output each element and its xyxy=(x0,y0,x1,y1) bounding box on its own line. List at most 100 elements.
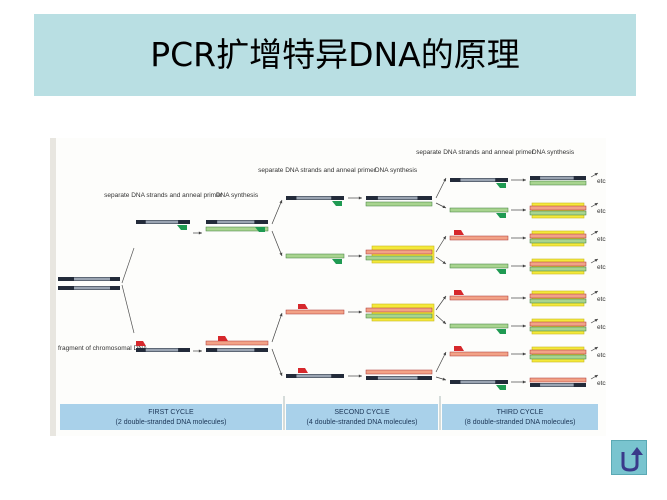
c2-arrow-4-head xyxy=(358,374,362,378)
c2-syn-b-4-segment xyxy=(377,376,418,380)
step-label-separate-3: separate DNA strands and anneal primer xyxy=(416,149,535,156)
c3-sep-strand-6 xyxy=(449,323,509,329)
c2-arrow-1-head xyxy=(358,196,362,200)
c1-syn-bottom-primer xyxy=(218,336,228,341)
c2-syn-a-2 xyxy=(365,249,433,255)
c3-syn-b-1 xyxy=(529,180,587,186)
page-edge-shadow xyxy=(50,138,56,436)
c3-sep-strand-5 xyxy=(449,295,509,301)
cycle-3-name: THIRD CYCLE xyxy=(497,409,544,416)
c3-sep-strand-7 xyxy=(449,351,509,357)
c3-sep-primer-4 xyxy=(496,269,506,274)
b2-4-head xyxy=(279,372,283,376)
c3-syn-a-5 xyxy=(529,293,587,299)
branch-line-down xyxy=(121,284,135,334)
c3-sep-primer-6 xyxy=(496,329,506,334)
back-button[interactable] xyxy=(611,440,647,475)
etc-arrow-5-head xyxy=(594,291,598,294)
c1-arrow-top-head xyxy=(198,231,202,235)
u-turn-arrow-icon xyxy=(621,447,643,472)
c2-arrow-3-head xyxy=(358,310,362,314)
cycle-1-name: FIRST CYCLE xyxy=(148,409,194,416)
c1-syn-bottom-new xyxy=(205,340,269,346)
b2-2-head xyxy=(279,252,283,256)
etc-label-1: etc. xyxy=(597,178,606,185)
dynamic-layer: etc. etc. etc. etc. etc. etc. etc. etc. xyxy=(136,172,606,390)
etc-label-4: etc. xyxy=(597,264,606,271)
branch-line-up xyxy=(121,247,135,284)
c3-arrow-3-head xyxy=(522,236,526,240)
b2-3 xyxy=(271,312,283,343)
c3-syn-b-2 xyxy=(529,210,587,216)
c3-sep-primer-8 xyxy=(496,385,506,390)
c2-syn-a-3 xyxy=(365,307,433,313)
cycle-1-detail: (2 double-stranded DNA molecules) xyxy=(116,419,227,426)
step-label-separate-1-line: separate DNA strands and anneal primer xyxy=(104,192,223,199)
etc-label-3: etc. xyxy=(597,236,606,243)
c2-sep-primer-3 xyxy=(298,304,308,309)
c3-syn-b-7 xyxy=(529,354,587,360)
c3-syn-b-6 xyxy=(529,326,587,332)
step-label-separate-1: separate DNA strands and anneal primer xyxy=(104,192,223,199)
c1-sep-bottom-segment xyxy=(145,348,179,352)
b3-8-head xyxy=(442,377,446,381)
etc-label-7: etc. xyxy=(597,352,606,359)
cycle-2-name: SECOND CYCLE xyxy=(334,409,390,416)
c3-arrow-5-head xyxy=(522,296,526,300)
c3-arrow-6-head xyxy=(522,324,526,328)
b2-2 xyxy=(271,230,283,257)
c3-syn-b-5 xyxy=(529,298,587,304)
c3-syn-a-3 xyxy=(529,233,587,239)
b2-1 xyxy=(271,199,283,225)
etc-label-8: etc. xyxy=(597,380,606,387)
c3-syn-highlight-6 xyxy=(531,318,585,335)
b3-1-head xyxy=(443,178,446,182)
b2-1-head xyxy=(279,200,283,204)
c2-sep-primer-2 xyxy=(332,259,342,264)
etc-arrow-2-head xyxy=(594,203,598,206)
c3-arrow-1-head xyxy=(522,178,526,182)
etc-arrow-8-head xyxy=(594,375,598,378)
c2-syn-b-3 xyxy=(365,313,433,319)
etc-label-2: etc. xyxy=(597,208,606,215)
etc-arrow-1-head xyxy=(594,173,598,176)
c3-sep-strand-1-segment xyxy=(460,178,496,182)
c3-sep-primer-7 xyxy=(454,346,464,351)
c2-sep-strand-4-segment xyxy=(296,374,332,378)
c1-syn-top-primer xyxy=(255,227,265,232)
cycle-3-detail: (8 double-stranded DNA molecules) xyxy=(465,419,576,426)
c2-syn-b-1 xyxy=(365,201,433,207)
c3-arrow-8-head xyxy=(522,380,526,384)
cycle-2-detail: (4 double-stranded DNA molecules) xyxy=(307,419,418,426)
c2-sep-primer-4 xyxy=(298,368,308,373)
c2-syn-highlight-3 xyxy=(371,303,435,322)
c2-sep-strand-2 xyxy=(285,253,345,259)
original-segment-top xyxy=(74,277,110,281)
c1-arrow-bottom-head xyxy=(198,349,202,353)
etc-arrow-3-head xyxy=(594,231,598,234)
c1-syn-top-new xyxy=(205,226,269,232)
etc-label-5: etc. xyxy=(597,296,606,303)
cycle-band-3 xyxy=(442,404,598,430)
c2-sep-strand-3 xyxy=(285,309,345,315)
c2-syn-a-1-segment xyxy=(377,196,418,200)
c1-sep-bottom-primer xyxy=(136,341,146,346)
etc-arrow-7-head xyxy=(594,347,598,350)
c3-sep-strand-2 xyxy=(449,207,509,213)
c3-syn-a-1-segment xyxy=(540,176,574,180)
step-label-synthesis-1: DNA synthesis xyxy=(216,192,259,199)
b3-7 xyxy=(435,351,447,373)
fragment-label: fragment of chromosomal DNA xyxy=(58,345,148,352)
c1-sep-top-segment xyxy=(145,220,179,224)
c3-syn-b-4 xyxy=(529,266,587,272)
etc-arrow-6-head xyxy=(594,319,598,322)
c3-syn-highlight-3 xyxy=(531,230,585,247)
c3-sep-strand-8-segment xyxy=(460,380,496,384)
c3-syn-highlight-4 xyxy=(531,258,585,275)
etc-label-6: etc. xyxy=(597,324,606,331)
c2-arrow-2-head xyxy=(358,254,362,258)
c3-sep-strand-4 xyxy=(449,263,509,269)
pcr-diagram: FIRST CYCLE (2 double-stranded DNA molec… xyxy=(50,138,606,436)
cycle-band-1 xyxy=(60,404,282,430)
b3-2-head xyxy=(442,205,446,208)
